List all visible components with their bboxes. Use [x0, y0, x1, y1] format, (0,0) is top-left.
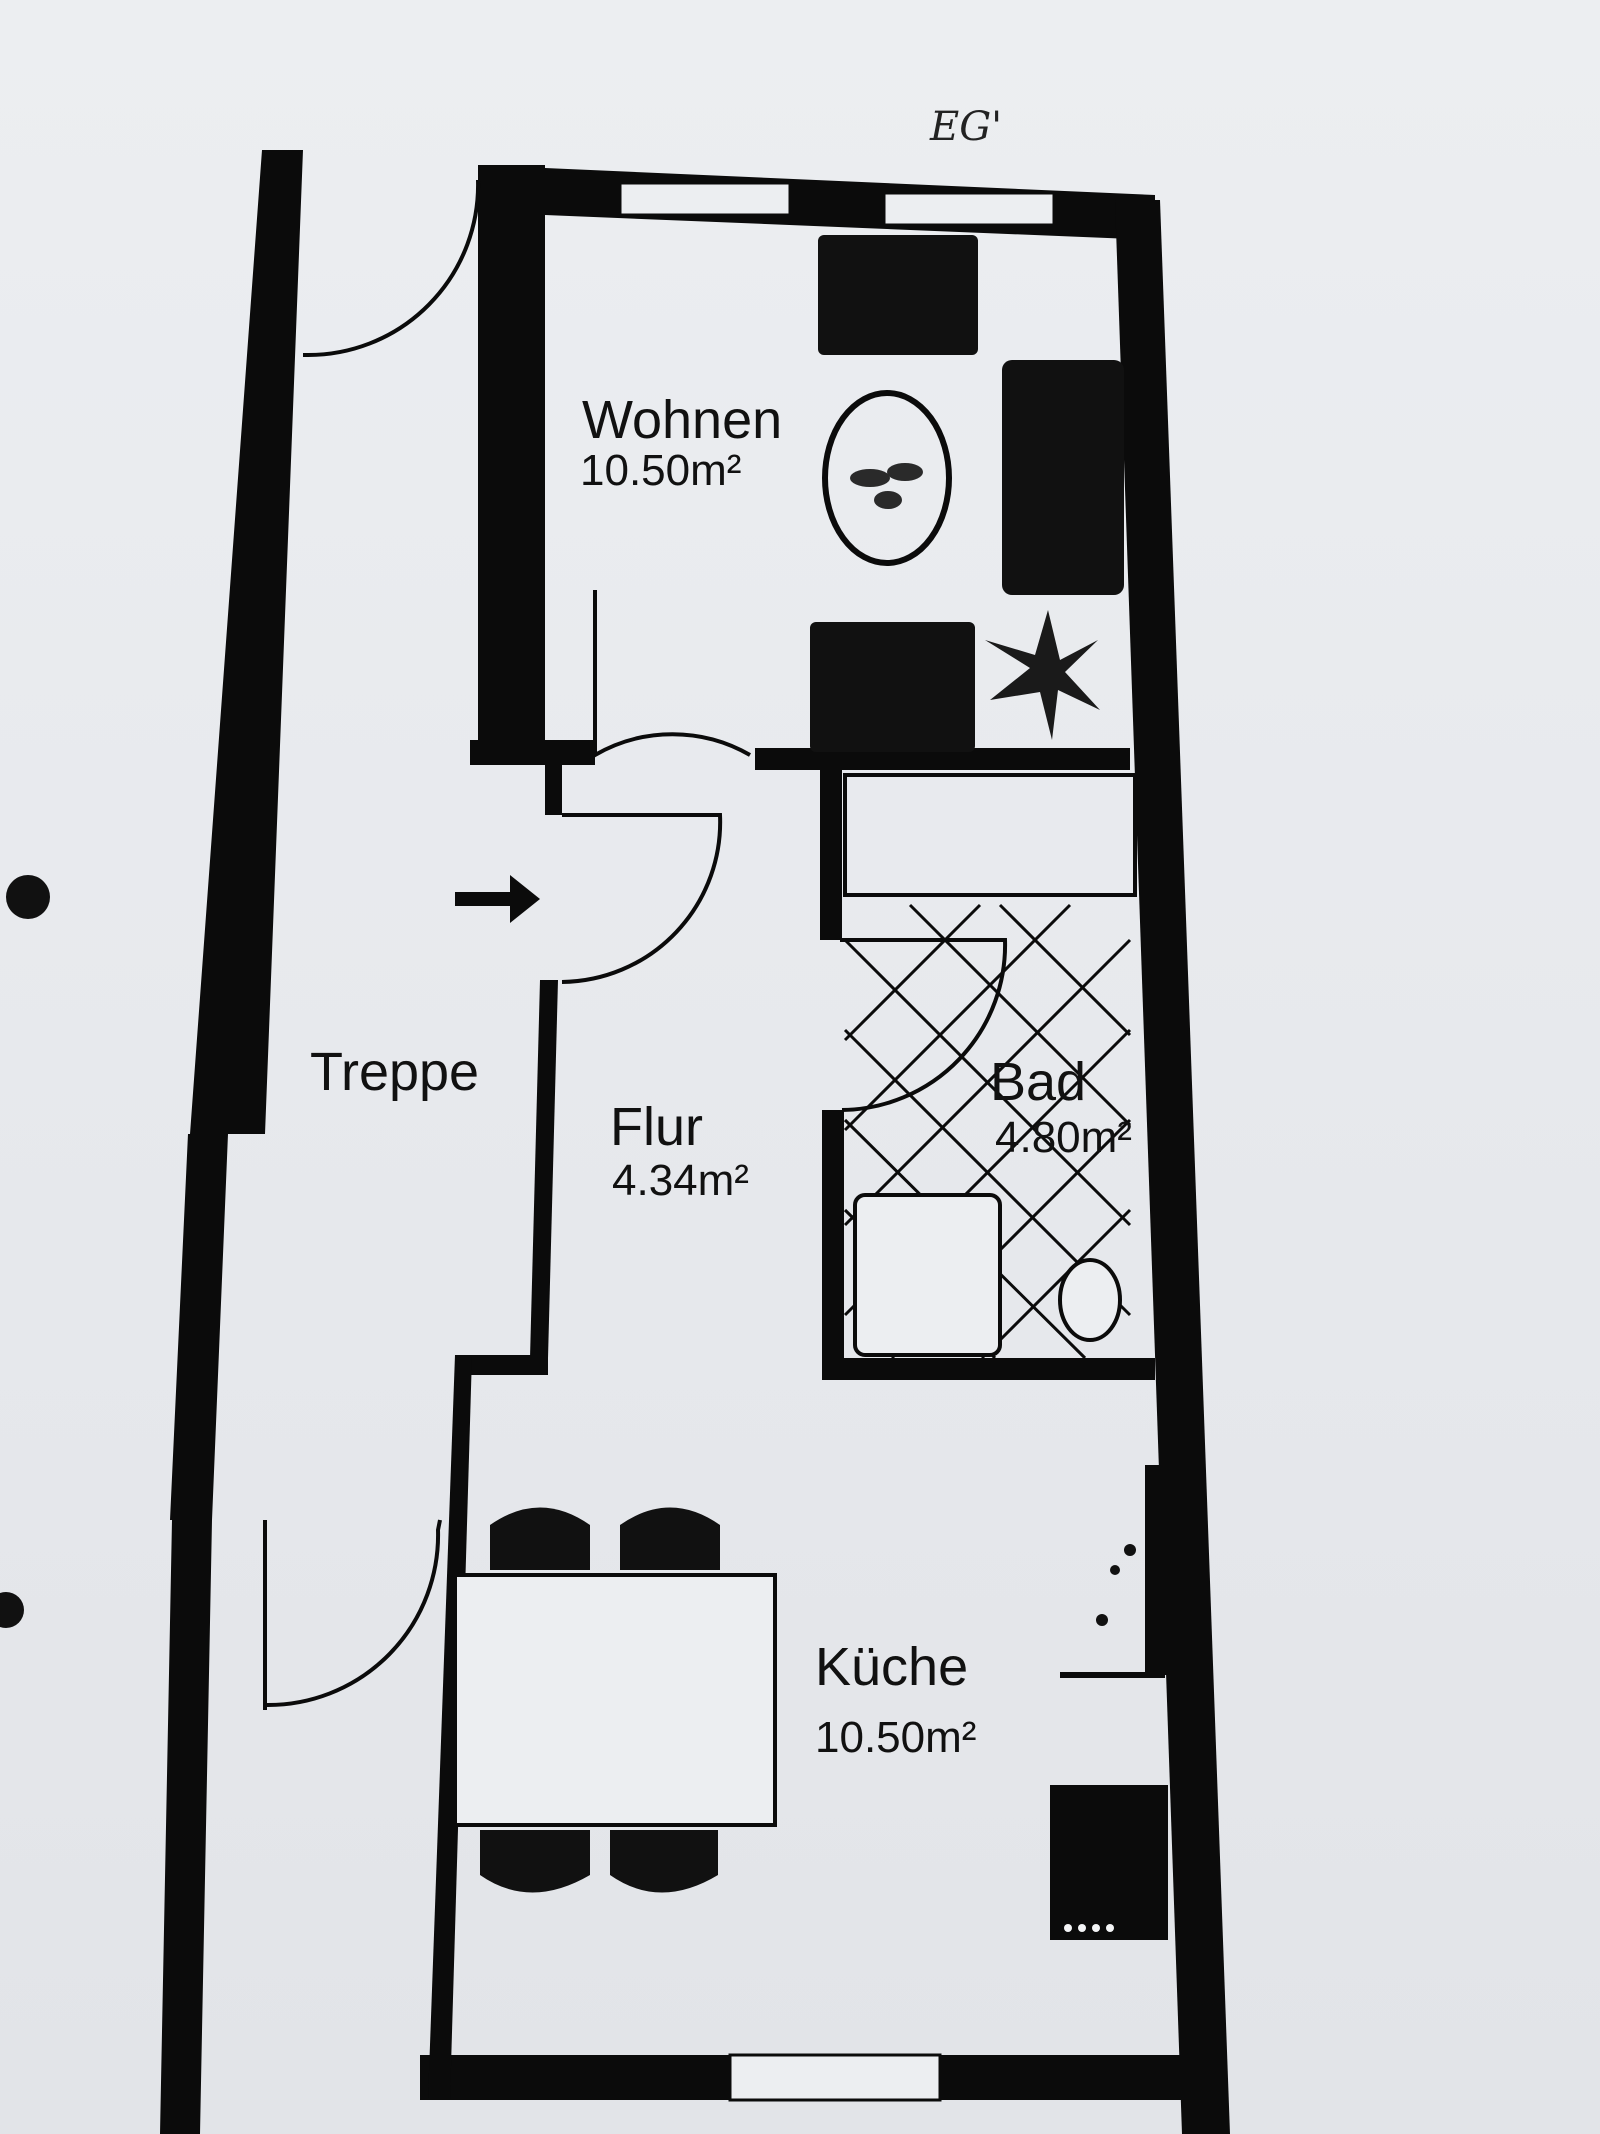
entry-arrow-icon: [455, 875, 540, 923]
armchair-bottom: [810, 622, 975, 752]
door-bad: [840, 938, 1008, 1112]
room-name-flur: Flur: [610, 1097, 703, 1157]
room-area-kueche: 10.50m²: [815, 1713, 976, 1762]
sofa: [1002, 360, 1124, 595]
bathtub: [843, 773, 1137, 897]
punch-hole-bottom: [0, 1592, 24, 1628]
armchair-top: [818, 235, 978, 355]
door-flur: [561, 813, 723, 984]
windows: [618, 181, 1056, 2102]
punch-hole-top: [6, 875, 50, 919]
tv-cabinet: [497, 327, 541, 483]
sink-icon: [1096, 1544, 1136, 1626]
room-labels: Wohnen 10.50m² Treppe Flur 4.34m² Bad 4.…: [310, 390, 1132, 1762]
stove-burners: [1064, 1924, 1114, 1932]
room-name-wohnen: Wohnen: [582, 390, 782, 450]
bad-fixtures: [843, 773, 1137, 1360]
room-area-wohnen: 10.50m²: [580, 446, 741, 495]
room-area-flur: 4.34m²: [612, 1156, 749, 1205]
window-wohnen-2: [882, 191, 1056, 227]
toilet: [1058, 1258, 1122, 1342]
chair-4: [610, 1830, 718, 1893]
flower-icon: [850, 463, 923, 509]
room-name-bad: Bad: [990, 1052, 1086, 1112]
plant-icon: [985, 610, 1100, 740]
doors: [263, 179, 1008, 1710]
dining-table: [453, 1573, 777, 1827]
coffee-table: [822, 390, 952, 566]
floor-note: EG': [929, 104, 1002, 150]
window-kueche: [728, 2053, 942, 2102]
chair-1: [490, 1507, 590, 1570]
kueche-furniture: [453, 1507, 1165, 1932]
shower-tray: [853, 1193, 1002, 1357]
chair-3: [480, 1830, 590, 1893]
chair-2: [620, 1507, 720, 1570]
door-entry-top: [303, 179, 481, 358]
wohnen-furniture: [497, 235, 1124, 752]
room-name-kueche: Küche: [815, 1637, 968, 1697]
door-kueche: [264, 1519, 442, 1708]
stair-label: Treppe: [310, 1042, 479, 1102]
door-wohnen: [593, 590, 751, 759]
window-wohnen-1: [618, 181, 792, 217]
room-area-bad: 4.80m²: [995, 1113, 1132, 1162]
